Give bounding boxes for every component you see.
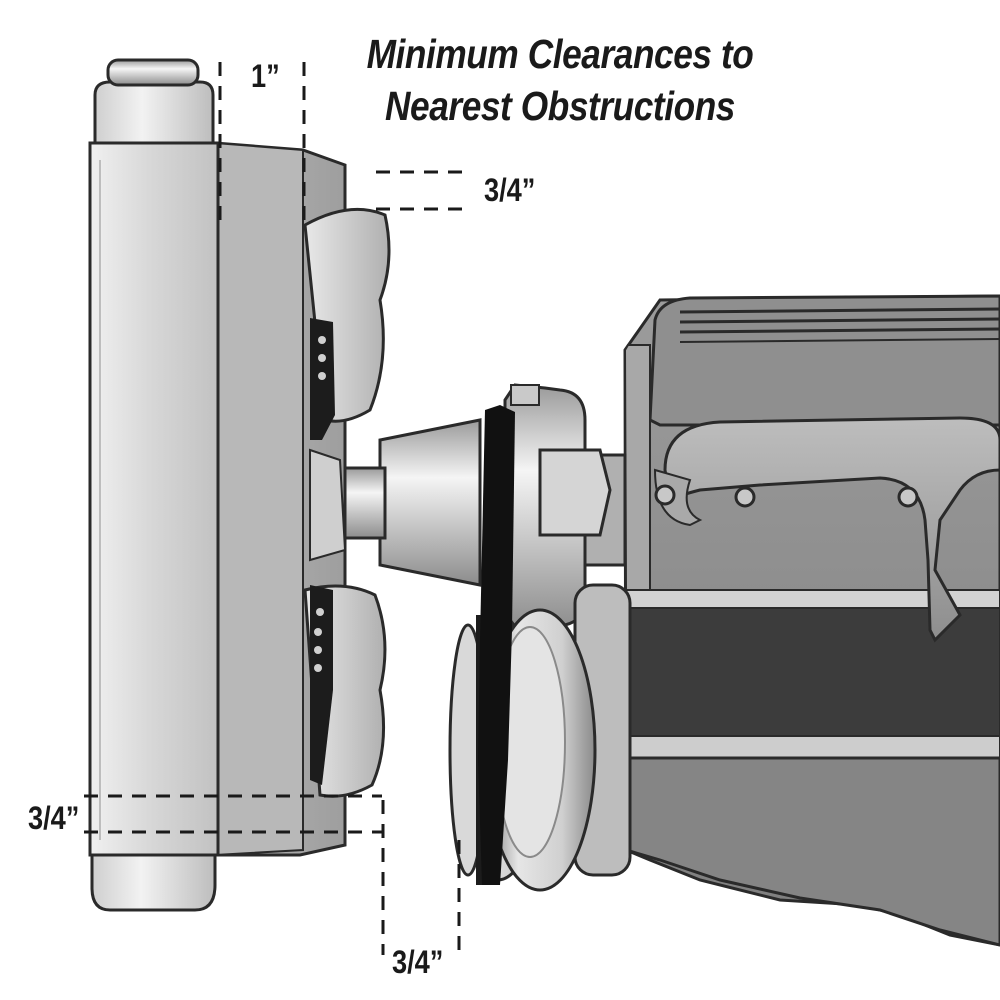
title-line-1: Minimum Clearances to: [366, 31, 754, 77]
crank-pulley: [448, 583, 632, 892]
water-pump: [503, 383, 627, 632]
fan: [303, 207, 391, 798]
top-clearance-label: 1”: [251, 58, 280, 94]
manifold: [653, 416, 1000, 643]
fan-hub: [328, 418, 482, 587]
bottom-left-clearance-label: 3/4”: [28, 800, 80, 836]
radiator: [88, 58, 220, 912]
fan-clearance-label: 3/4”: [484, 172, 536, 208]
title-line-2: Nearest Obstructions: [385, 83, 735, 129]
bottom-clearance-label: 3/4”: [392, 944, 444, 980]
dimension-lines: [84, 62, 470, 955]
belt: [478, 405, 515, 885]
